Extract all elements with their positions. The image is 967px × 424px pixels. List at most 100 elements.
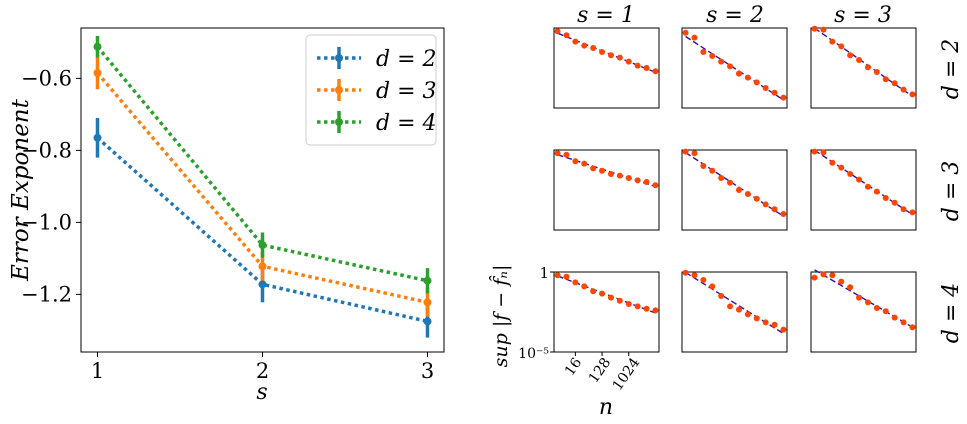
panel-point bbox=[891, 199, 898, 206]
panel-point bbox=[727, 179, 734, 186]
panel-frame bbox=[553, 27, 660, 109]
panel-xtick-1024: 1024 bbox=[610, 355, 644, 393]
panel-point bbox=[891, 314, 898, 321]
panel-point bbox=[625, 175, 632, 181]
fit-line bbox=[685, 35, 784, 101]
panel-point bbox=[882, 76, 889, 83]
panel-point bbox=[682, 269, 689, 276]
panel-point bbox=[762, 319, 769, 326]
panel-point bbox=[563, 151, 570, 158]
panel-point bbox=[643, 305, 650, 312]
data-point bbox=[423, 276, 432, 285]
panel-r1-c0 bbox=[553, 149, 660, 231]
panel-point bbox=[590, 45, 597, 51]
panel-point bbox=[744, 311, 751, 318]
data-point bbox=[258, 280, 267, 289]
panel-point bbox=[873, 188, 880, 195]
column-title-s1: s = 1 bbox=[577, 3, 635, 28]
panel-r2-c1 bbox=[681, 269, 788, 353]
panel-point bbox=[838, 43, 845, 50]
legend-marker bbox=[335, 118, 343, 126]
panel-point bbox=[900, 319, 907, 326]
data-point bbox=[423, 298, 432, 307]
data-point bbox=[93, 69, 102, 77]
panel-point bbox=[554, 272, 561, 279]
panel-point bbox=[864, 299, 871, 306]
panel-frame bbox=[810, 27, 917, 109]
small-multiples bbox=[550, 25, 917, 356]
panel-point bbox=[864, 183, 871, 190]
panel-point bbox=[811, 148, 818, 155]
panel-frame bbox=[553, 149, 660, 231]
panel-point bbox=[691, 272, 698, 279]
data-point bbox=[423, 317, 432, 326]
panel-point bbox=[616, 297, 623, 304]
panel-point bbox=[682, 148, 689, 155]
panel-point bbox=[780, 211, 787, 217]
panel-point bbox=[811, 25, 818, 32]
panel-point bbox=[727, 63, 734, 70]
data-point bbox=[93, 133, 102, 142]
panel-point bbox=[864, 64, 871, 71]
panel-point bbox=[829, 272, 836, 279]
panel-point bbox=[856, 176, 863, 183]
panel-point bbox=[599, 290, 606, 297]
legend-marker bbox=[335, 86, 343, 94]
error-exponent-xlabel: s bbox=[256, 380, 267, 405]
panel-point bbox=[718, 175, 725, 181]
panel-point bbox=[820, 149, 827, 156]
panel-point bbox=[607, 294, 614, 301]
panel-point bbox=[625, 301, 632, 307]
panel-point bbox=[652, 307, 659, 314]
panel-frame bbox=[553, 271, 660, 353]
panel-point bbox=[700, 163, 707, 169]
series-line-2 bbox=[96, 45, 428, 283]
panel-xtick-16: 16 bbox=[562, 355, 585, 379]
panel-point bbox=[590, 165, 597, 172]
panel-r0-c1 bbox=[681, 27, 788, 109]
panel-point bbox=[873, 305, 880, 311]
panel-point bbox=[882, 195, 889, 201]
panel-point bbox=[744, 74, 751, 81]
panel-point bbox=[762, 85, 769, 91]
y-tick-label: −0.8 bbox=[21, 138, 72, 162]
panel-point bbox=[744, 191, 751, 197]
panel-point bbox=[718, 58, 725, 65]
panel-point bbox=[780, 326, 787, 333]
panel-point bbox=[700, 277, 707, 283]
fit-line bbox=[685, 271, 784, 335]
panel-point bbox=[909, 209, 916, 216]
panel-point bbox=[709, 167, 716, 174]
panel-point bbox=[735, 70, 742, 77]
panel-point bbox=[709, 283, 716, 290]
panel-point bbox=[753, 195, 760, 202]
panel-point bbox=[691, 150, 698, 157]
y-tick-label: −1.2 bbox=[21, 282, 72, 306]
panel-point bbox=[900, 86, 907, 93]
panel-xlabel: n bbox=[599, 395, 613, 420]
legend-label-d4: d = 4 bbox=[376, 111, 437, 136]
row-label-d3: d = 3 bbox=[939, 161, 964, 222]
panel-point bbox=[771, 321, 778, 328]
x-tick-label: 2 bbox=[256, 359, 269, 383]
panel-point bbox=[563, 273, 570, 280]
x-tick-label: 3 bbox=[421, 359, 434, 383]
panel-point bbox=[682, 29, 689, 36]
panel-point bbox=[847, 52, 854, 59]
legend-label-d2: d = 2 bbox=[376, 47, 437, 72]
data-point bbox=[258, 262, 267, 271]
y-tick-label: −0.6 bbox=[21, 66, 72, 90]
row-label-d2: d = 2 bbox=[939, 39, 964, 100]
y-tick-label: −1.0 bbox=[21, 210, 72, 234]
panel-point bbox=[625, 58, 632, 65]
panel-point bbox=[771, 89, 778, 96]
panel-ytick-bottom: 10⁻⁵ bbox=[518, 346, 549, 362]
panel-point bbox=[616, 54, 623, 61]
panel-point bbox=[891, 80, 898, 87]
panel-point bbox=[634, 177, 641, 184]
column-title-s3: s = 3 bbox=[834, 3, 892, 28]
panel-point bbox=[762, 201, 769, 208]
